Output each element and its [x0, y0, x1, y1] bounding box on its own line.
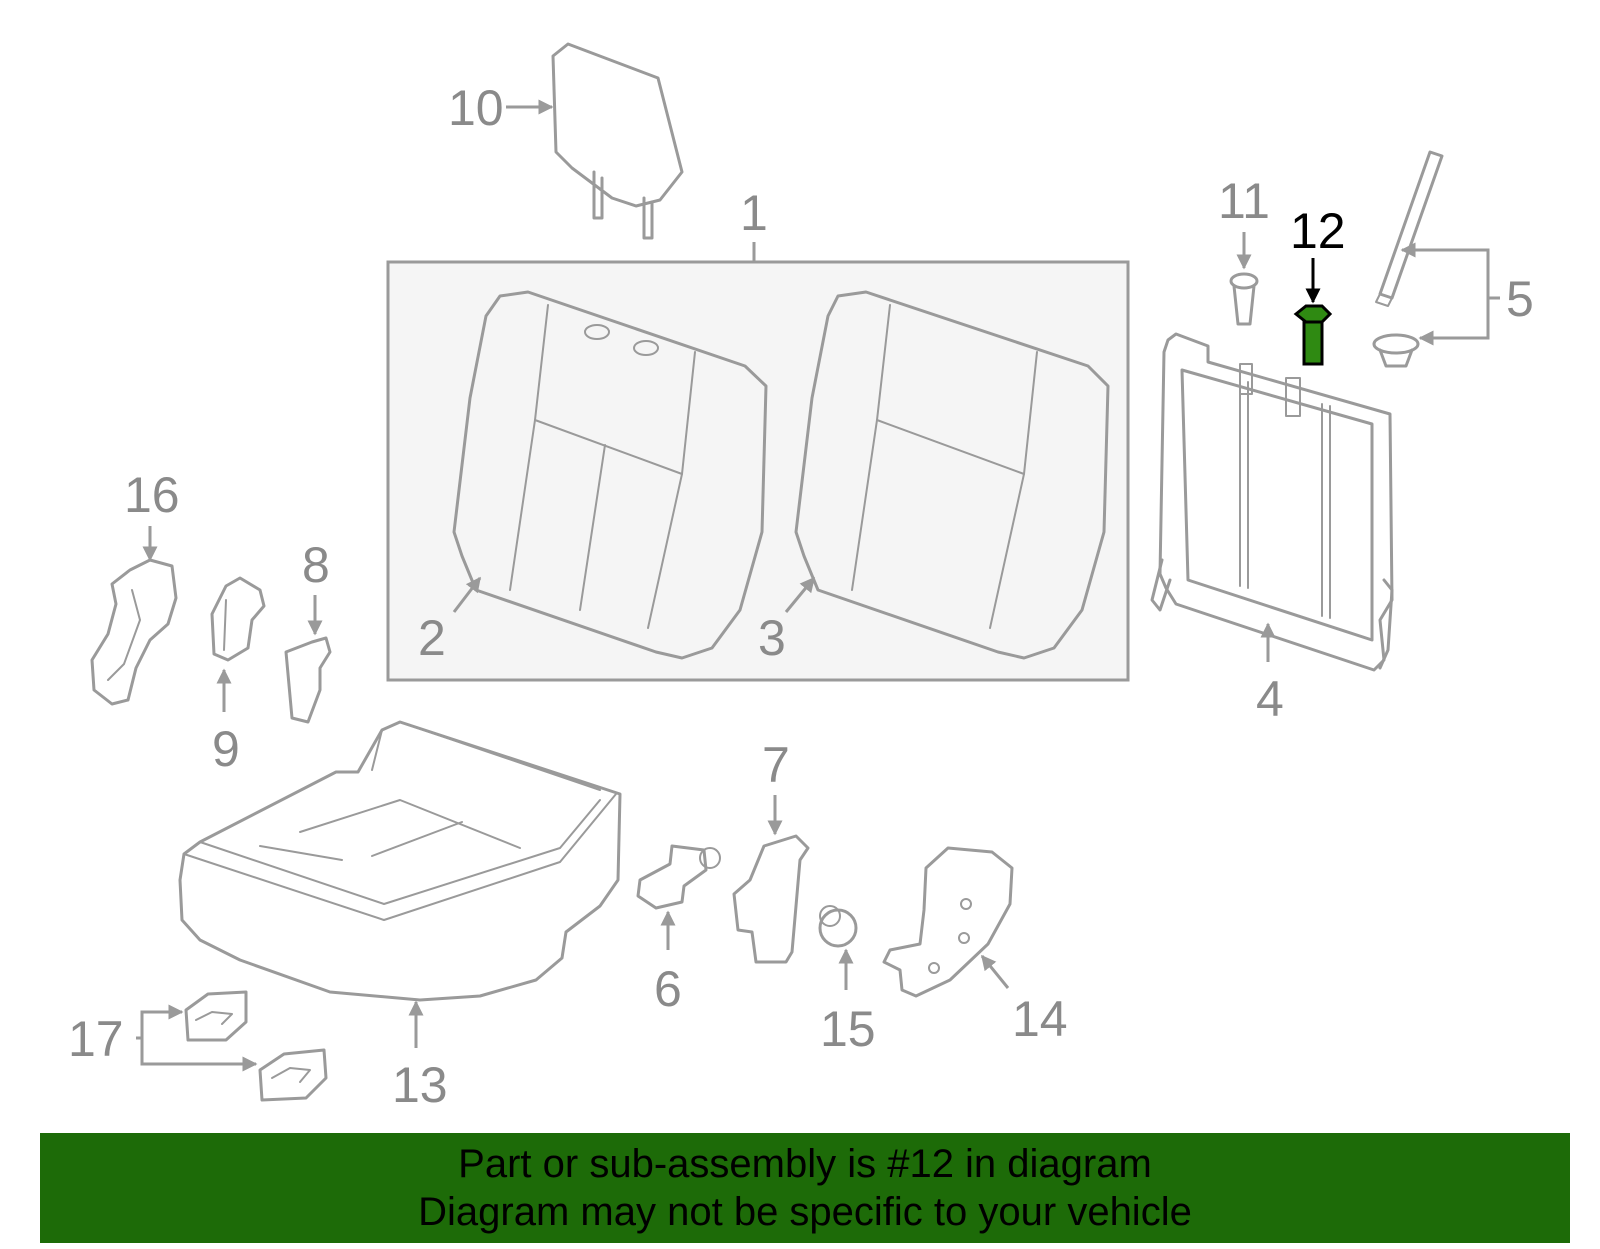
callout-15: 15: [820, 1001, 876, 1057]
bracket-part-14: [882, 846, 1014, 998]
seat-back-cover-part-3: [794, 290, 1110, 660]
bracket-part-16: [90, 558, 178, 706]
callout-8: 8: [302, 537, 330, 593]
bracket-part-6: [636, 844, 721, 910]
callout-1: 1: [740, 185, 768, 241]
headrest-part-10: [551, 42, 684, 240]
callout-2: 2: [418, 610, 446, 666]
callout-17: 17: [68, 1011, 124, 1067]
bolt-part-12: [1293, 304, 1333, 366]
callout-14: 14: [1012, 991, 1068, 1047]
callout-10: 10: [448, 80, 504, 136]
callout-3: 3: [758, 610, 786, 666]
cover-part-7: [732, 834, 810, 964]
clip-part-11: [1229, 272, 1259, 326]
seat-back-assembly-box: [386, 260, 1130, 682]
trim-piece-part-8: [284, 636, 332, 724]
callout-6: 6: [654, 961, 682, 1017]
cover-part-9: [210, 576, 266, 662]
callout-11: 11: [1218, 173, 1270, 229]
plug-part-15: [818, 905, 858, 948]
callout-labels: 10 1 2 3 4 5 11 12 16 9 8 13 17 6 7 15 1…: [68, 80, 1534, 1113]
leader-lines: [136, 99, 1500, 1072]
callout-4: 4: [1256, 671, 1284, 727]
callout-5: 5: [1506, 271, 1534, 327]
callout-9: 9: [212, 721, 240, 777]
seat-back-cover-part-2: [452, 290, 768, 660]
banner-line-2: Diagram may not be specific to your vehi…: [418, 1190, 1192, 1234]
callout-16: 16: [124, 467, 180, 523]
callout-13: 13: [392, 1057, 448, 1113]
trim-strip-part-5: [1375, 150, 1444, 307]
headrest-guide-part-5: [1372, 333, 1420, 368]
pad-part-17b: [258, 1048, 328, 1102]
part-info-banner: Part or sub-assembly is #12 in diagram D…: [40, 1133, 1570, 1243]
seat-cushion-part-13: [178, 720, 622, 1002]
callout-12: 12: [1290, 203, 1346, 259]
pad-part-17a: [184, 990, 248, 1042]
banner-line-1: Part or sub-assembly is #12 in diagram: [458, 1142, 1152, 1186]
callout-7: 7: [762, 737, 790, 793]
seat-back-frame-part-4: [1150, 332, 1394, 672]
